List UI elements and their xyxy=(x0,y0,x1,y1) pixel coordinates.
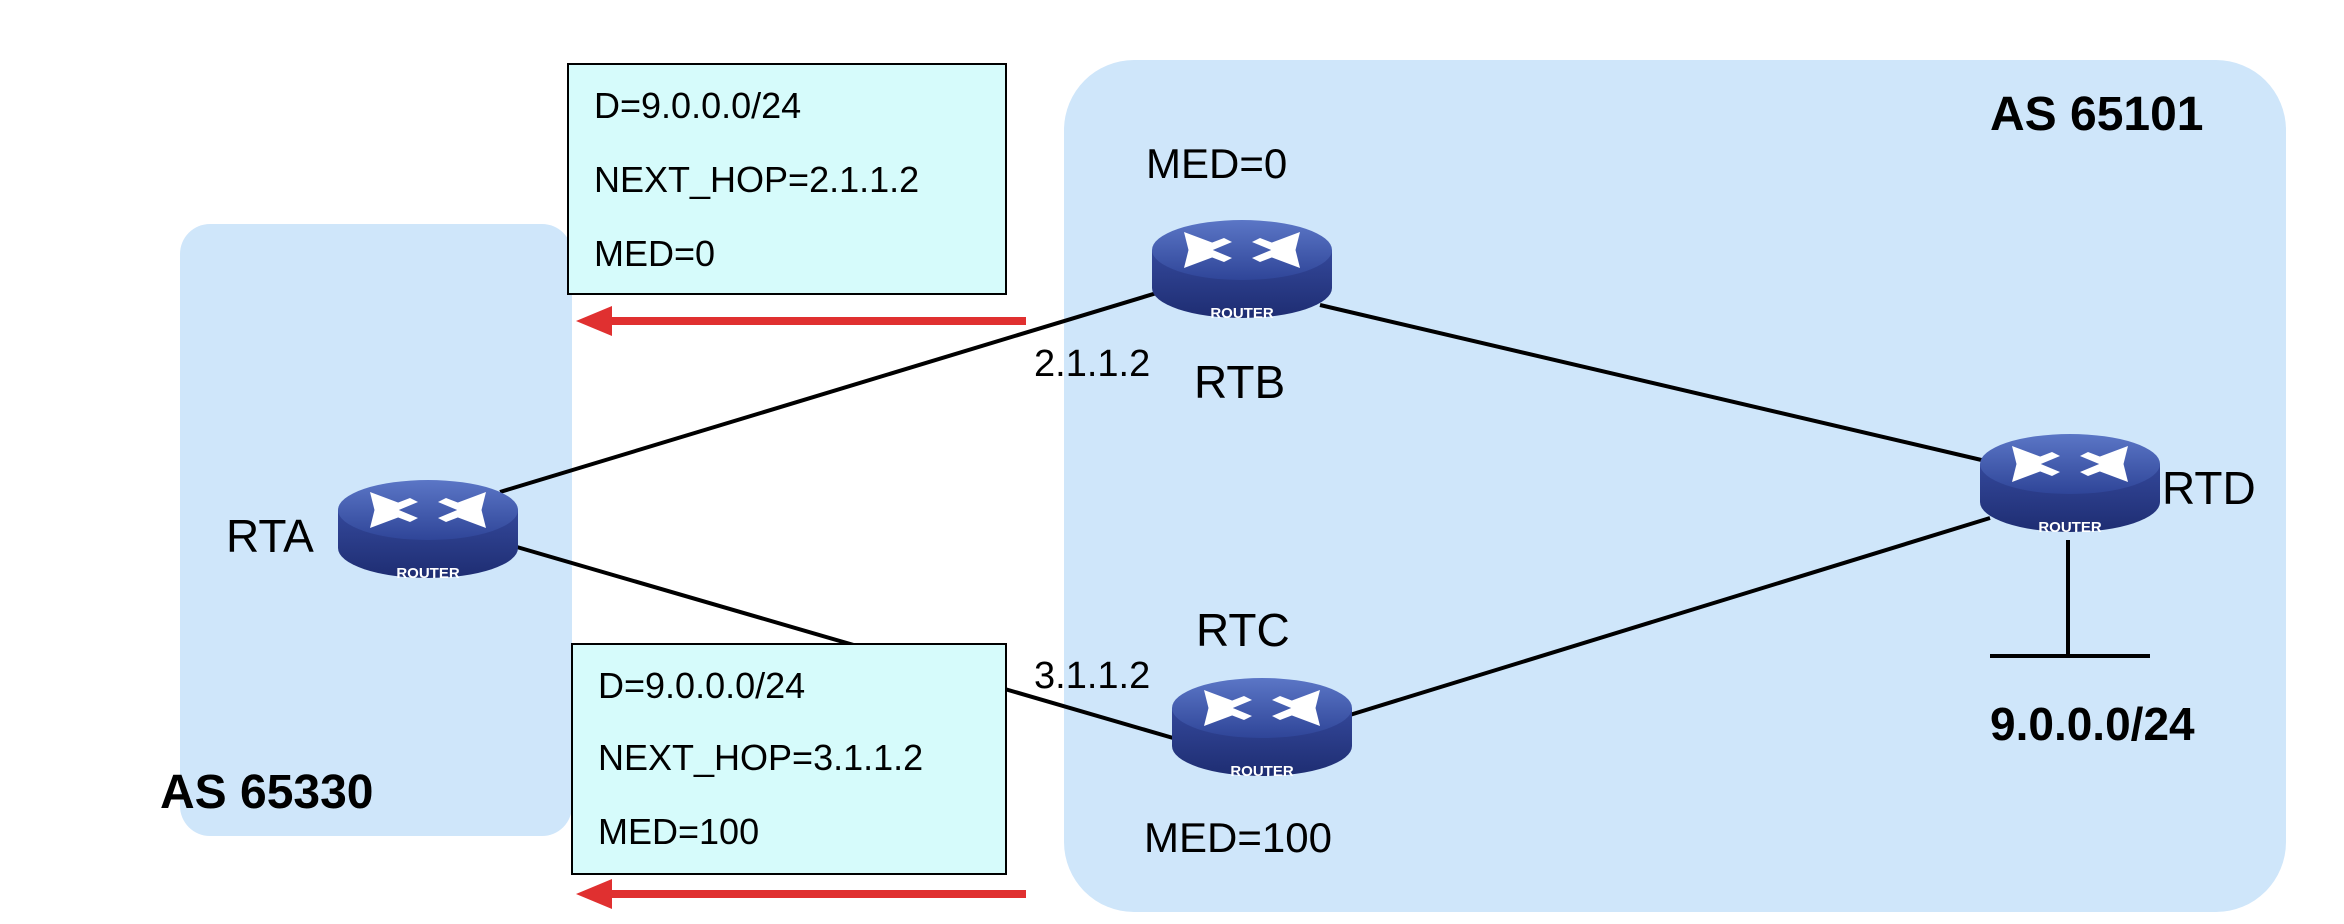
rtc-ip-label: 3.1.1.2 xyxy=(1034,655,1150,697)
network-prefix-label: 9.0.0.0/24 xyxy=(1990,698,2195,750)
advert-arrow-bottom xyxy=(576,879,1026,909)
rtb-med-label: MED=0 xyxy=(1146,140,1287,187)
update-top-line2: NEXT_HOP=2.1.1.2 xyxy=(594,159,919,200)
update-top-line3: MED=0 xyxy=(594,233,715,274)
router-icon xyxy=(338,480,518,578)
update-bottom-line1: D=9.0.0.0/24 xyxy=(598,665,805,706)
as-65101-region xyxy=(1064,60,2286,912)
rtb-ip-label: 2.1.1.2 xyxy=(1034,343,1150,385)
update-box-top: D=9.0.0.0/24 NEXT_HOP=2.1.1.2 MED=0 xyxy=(567,63,1007,295)
router-rtc-name: RTC xyxy=(1196,604,1290,656)
link-rtb-rtd xyxy=(1319,303,1991,464)
update-box-bottom: D=9.0.0.0/24 NEXT_HOP=3.1.1.2 MED=100 xyxy=(571,643,1007,875)
router-rtd-name: RTD xyxy=(2162,462,2256,514)
router-rta-cap: ROUTER xyxy=(396,565,460,582)
rtc-med-label: MED=100 xyxy=(1144,814,1332,861)
link-rtc-rtd xyxy=(1339,516,1991,720)
router-rtc[interactable]: ROUTER xyxy=(1172,678,1352,780)
router-rtc-cap: ROUTER xyxy=(1230,763,1294,780)
as-65330-label: AS 65330 xyxy=(160,766,374,819)
router-rtd-cap: ROUTER xyxy=(2038,519,2102,536)
router-icon xyxy=(1152,220,1332,318)
update-top-line1: D=9.0.0.0/24 xyxy=(594,85,801,126)
update-bottom-line2: NEXT_HOP=3.1.1.2 xyxy=(598,737,923,778)
link-rta-rtb xyxy=(499,290,1161,494)
link-rta-rtc xyxy=(509,543,1181,742)
router-rta[interactable]: ROUTER xyxy=(338,480,518,582)
router-rtb-name: RTB xyxy=(1194,356,1285,408)
router-rtb[interactable]: ROUTER xyxy=(1152,220,1332,322)
router-icon xyxy=(1172,678,1352,776)
router-rtb-cap: ROUTER xyxy=(1210,305,1274,322)
router-rta-name: RTA xyxy=(226,510,314,562)
as-65101-label: AS 65101 xyxy=(1990,88,2204,141)
update-bottom-line3: MED=100 xyxy=(598,811,759,852)
router-icon xyxy=(1980,434,2160,532)
router-rtd[interactable]: ROUTER xyxy=(1980,434,2160,536)
advert-arrow-top xyxy=(576,306,1026,336)
